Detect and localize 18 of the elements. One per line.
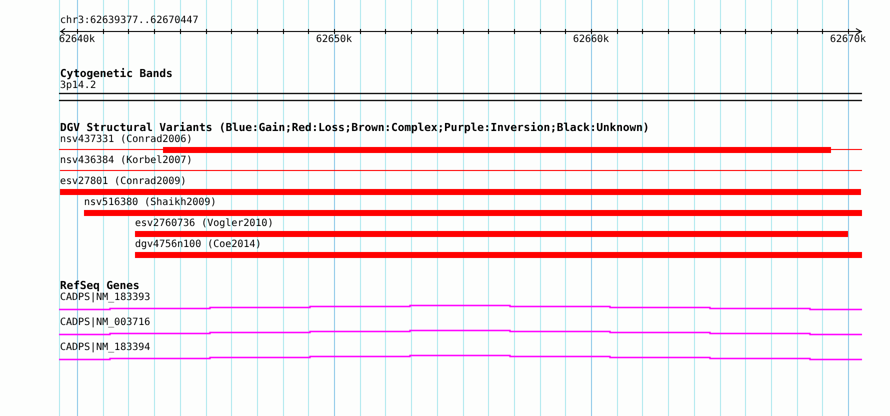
axis-tick-label: 62660k <box>572 34 610 46</box>
track-title: Cytogenetic Bands <box>60 68 173 80</box>
variant-label: nsv436384 (Korbel2007) <box>60 155 192 167</box>
variant-label: nsv437331 (Conrad2006) <box>60 134 192 146</box>
axis-tick-label: 62670k <box>830 34 866 46</box>
variant-label: esv27801 (Conrad2009) <box>60 176 186 188</box>
variant-label: dgv4756n100 (Coe2014) <box>135 239 262 251</box>
variant-label: esv2760736 (Vogler2010) <box>135 218 274 230</box>
variant-label: nsv516380 (Shaikh2009) <box>84 197 216 209</box>
track-title: DGV Structural Variants (Blue:Gain;Red:Loss;Brown:Complex;Purple:Inversion;Black:Unknown) <box>60 122 650 134</box>
position-range-label: chr3:62639377..62670447 <box>60 15 198 27</box>
axis-tick-label: 62650k <box>316 34 352 46</box>
track-title: RefSeq Genes <box>60 280 140 292</box>
band-label: 3p14.2 <box>60 80 96 92</box>
axis-tick-label: 62640k <box>58 34 96 46</box>
gene-label: CADPS|NM_003716 <box>60 317 150 329</box>
gene-label: CADPS|NM_183393 <box>60 292 150 304</box>
gene-label: CADPS|NM_183394 <box>60 342 150 354</box>
